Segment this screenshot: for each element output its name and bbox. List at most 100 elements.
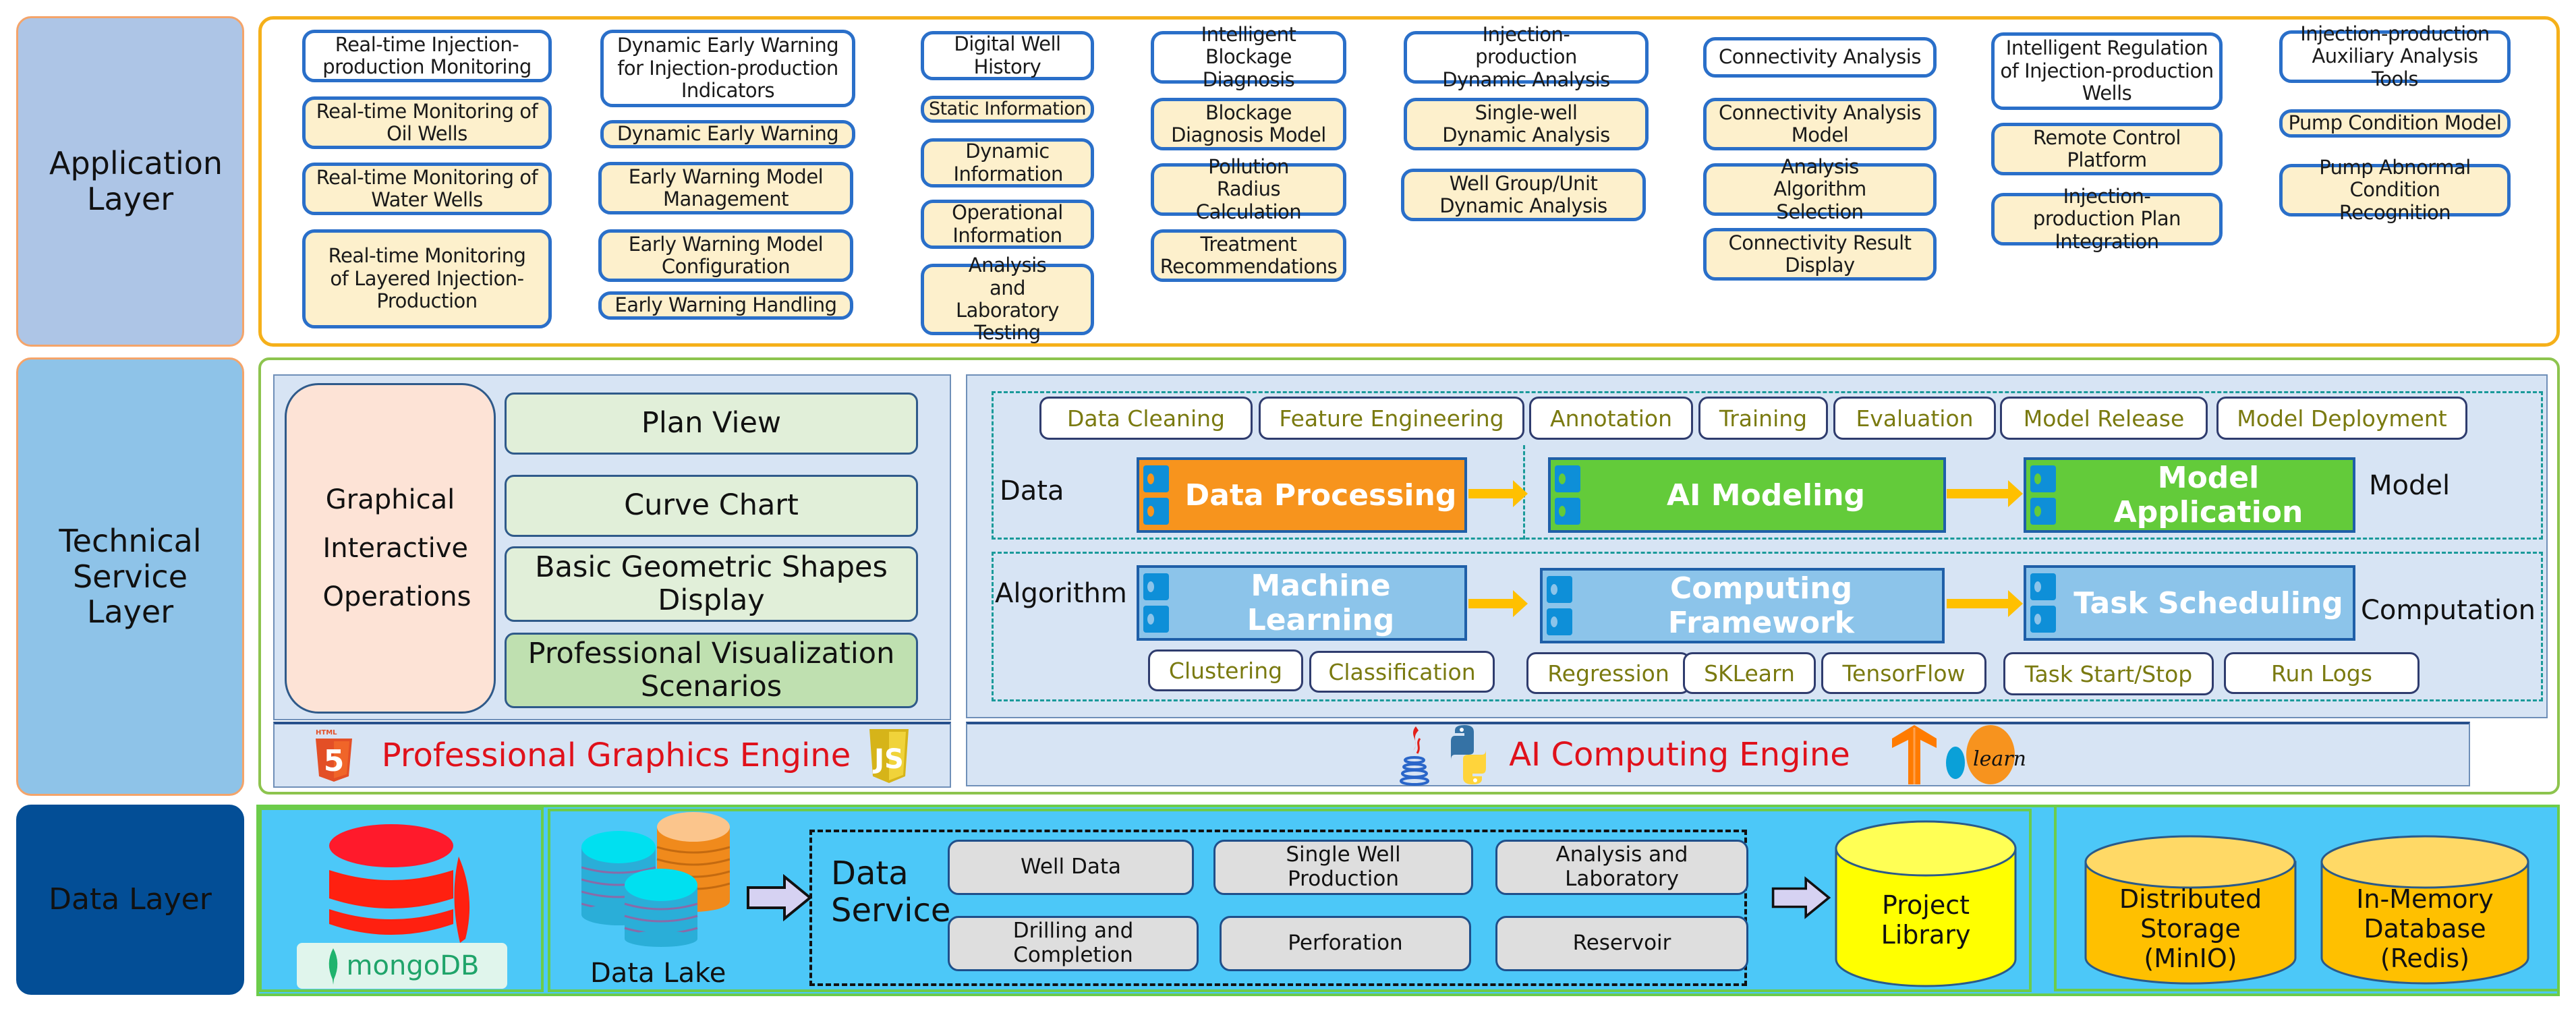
data-processing-block[interactable]: Data Processing — [1137, 457, 1467, 533]
app-sub-label: Real-time Monitoring of Water Wells — [316, 165, 538, 211]
app-sub-item[interactable]: Well Group/Unit Dynamic Analysis — [1401, 169, 1646, 221]
data-service-group — [809, 830, 1747, 986]
application-layer-title: Application Layer — [49, 145, 223, 217]
redis-database-cylinder[interactable]: In-Memory Database (Redis) — [2320, 828, 2529, 985]
data-layer-label: Data Layer — [16, 805, 244, 995]
tag-classification[interactable]: Classification — [1309, 651, 1495, 693]
service-label: Well Data — [1020, 855, 1121, 879]
task-scheduling-block[interactable]: Task Scheduling — [2024, 565, 2355, 641]
app-module-head[interactable]: Digital Well History — [921, 31, 1094, 80]
data-layer-title: Data Layer — [49, 882, 212, 917]
geometric-shapes-box[interactable]: Basic Geometric Shapes Display — [505, 546, 918, 622]
scikit-learn-icon: learn — [1945, 725, 2026, 784]
service-perforation[interactable]: Perforation — [1220, 916, 1471, 971]
tag-task-start-stop[interactable]: Task Start/Stop — [2003, 652, 2214, 695]
tag-regression[interactable]: Regression — [1526, 652, 1690, 694]
arrow-right-icon — [1771, 876, 1831, 919]
app-sub-label: Pump Abnormal Condition Recognition — [2319, 155, 2471, 224]
app-sub-item[interactable]: Injection-production Plan Integration — [1991, 185, 2223, 252]
app-sub-item[interactable]: Real-time Monitoring of Water Wells — [302, 163, 552, 215]
java-icon — [1400, 726, 1430, 786]
tag-training[interactable]: Training — [1698, 397, 1828, 440]
tag-data-cleaning[interactable]: Data Cleaning — [1039, 397, 1253, 440]
ai-modeling-block[interactable]: AI Modeling — [1548, 457, 1946, 533]
graphical-interactive-operations[interactable]: Graphical Interactive Operations — [285, 383, 496, 714]
app-sub-item[interactable]: Real-time Monitoring of Oil Wells — [302, 96, 552, 149]
tag-annotation[interactable]: Annotation — [1529, 397, 1693, 440]
app-sub-item[interactable]: Connectivity Result Display — [1703, 228, 1937, 281]
app-sub-item[interactable]: Pump Abnormal Condition Recognition — [2279, 156, 2511, 223]
app-sub-item[interactable]: Early Warning Handling — [598, 291, 853, 320]
gfx-item-label: Basic Geometric Shapes Display — [535, 550, 888, 617]
app-sub-item[interactable]: Treatment Recommendations — [1151, 229, 1346, 282]
tag-model-release[interactable]: Model Release — [2000, 397, 2208, 440]
model-application-block[interactable]: Model Application — [2024, 457, 2355, 533]
app-module-title: Real-time Injection-production Monitorin… — [322, 32, 532, 78]
app-sub-label: Real-time Monitoring of Oil Wells — [316, 99, 538, 145]
app-module-head[interactable]: Dynamic Early Warning for Injection-prod… — [600, 30, 855, 107]
app-sub-item[interactable]: Real-time Monitoring of Layered Injectio… — [302, 229, 552, 328]
curve-chart-box[interactable]: Curve Chart — [505, 475, 918, 537]
pro-visualization-box[interactable]: Professional Visualization Scenarios — [505, 633, 918, 708]
computing-framework-block[interactable]: Computing Framework — [1540, 568, 1945, 643]
python-icon — [1451, 725, 1487, 784]
tag-model-deployment[interactable]: Model Deployment — [2216, 397, 2467, 440]
tag-tensorflow[interactable]: TensorFlow — [1821, 652, 1986, 694]
app-sub-label: Real-time Monitoring of Layered Injectio… — [328, 244, 526, 313]
tag-evaluation[interactable]: Evaluation — [1833, 397, 1996, 440]
app-module-head[interactable]: Real-time Injection-production Monitorin… — [302, 30, 552, 82]
gfx-item-label: Professional Visualization Scenarios — [527, 636, 895, 703]
service-single-well-production[interactable]: Single Well Production — [1213, 840, 1473, 895]
data-lake-icon — [581, 812, 730, 947]
app-sub-item[interactable]: Dynamic Information — [921, 138, 1094, 187]
app-sub-label: Single-well Dynamic Analysis — [1442, 100, 1610, 146]
app-module-title: Injection-production Auxiliary Analysis … — [2300, 22, 2490, 90]
svg-text:5: 5 — [323, 744, 344, 778]
machine-learning-block[interactable]: Machine Learning — [1137, 565, 1467, 641]
app-sub-item[interactable]: Operational Information — [921, 200, 1094, 249]
app-sub-item[interactable]: Pollution Radius Calculation — [1151, 155, 1346, 223]
app-sub-label: Dynamic Information — [953, 140, 1064, 185]
service-analysis-laboratory[interactable]: Analysis and Laboratory — [1495, 840, 1748, 895]
app-sub-item[interactable]: Analysis Algorithm Selection — [1703, 155, 1937, 223]
app-sub-item[interactable]: Dynamic Early Warning — [600, 120, 855, 148]
app-sub-item[interactable]: Blockage Diagnosis Model — [1151, 98, 1346, 150]
service-label: Reservoir — [1572, 931, 1671, 956]
app-module-head[interactable]: Injection-production Dynamic Analysis — [1404, 23, 1649, 90]
computation-row-label: Computation — [2361, 595, 2536, 626]
app-module-head[interactable]: Connectivity Analysis — [1703, 37, 1937, 78]
technical-layer-label: Technical Service Layer — [16, 357, 244, 796]
tag-sklearn[interactable]: SKLearn — [1683, 652, 1816, 694]
tag-run-logs[interactable]: Run Logs — [2224, 652, 2420, 694]
tag-label: Classification — [1328, 658, 1476, 685]
app-module-head[interactable]: Intelligent Blockage Diagnosis — [1151, 23, 1346, 90]
tag-clustering[interactable]: Clustering — [1148, 649, 1303, 691]
app-module-head[interactable]: Injection-production Auxiliary Analysis … — [2279, 22, 2511, 90]
plan-view-box[interactable]: Plan View — [505, 393, 918, 455]
service-reservoir[interactable]: Reservoir — [1495, 916, 1748, 971]
algorithm-computation-group — [992, 552, 2543, 701]
app-sub-item[interactable]: Remote Control Platform — [1991, 123, 2223, 175]
app-sub-item[interactable]: Early Warning Model Management — [598, 162, 853, 214]
app-sub-item[interactable]: Static Information — [921, 96, 1094, 123]
arrow-right-icon — [1947, 590, 2023, 617]
app-sub-item[interactable]: Analysis and Laboratory Testing — [921, 254, 1094, 344]
block-label: Data Processing — [1184, 478, 1457, 513]
app-module-head[interactable]: Intelligent Regulation of Injection-prod… — [1991, 32, 2223, 110]
service-drilling-completion[interactable]: Drilling and Completion — [948, 916, 1199, 971]
app-sub-label: Dynamic Early Warning — [617, 122, 839, 146]
svg-text:HTML: HTML — [316, 729, 337, 736]
app-sub-label: Pollution Radius Calculation — [1195, 154, 1302, 223]
app-sub-item[interactable]: Connectivity Analysis Model — [1703, 98, 1937, 150]
tag-feature-engineering[interactable]: Feature Engineering — [1259, 397, 1524, 440]
app-sub-item[interactable]: Early Warning Model Configuration — [598, 229, 853, 282]
minio-storage-cylinder[interactable]: Distributed Storage (MinIO) — [2084, 828, 2297, 985]
tag-label: Annotation — [1550, 405, 1672, 432]
app-sub-item[interactable]: Pump Condition Model — [2279, 109, 2511, 138]
redis-label: In-Memory Database (Redis) — [2356, 884, 2494, 973]
service-well-data[interactable]: Well Data — [948, 840, 1194, 895]
server-icon — [2030, 573, 2056, 633]
project-library-cylinder[interactable]: Project Library — [1835, 816, 2017, 988]
graphics-engine-bar: HTML 5 Professional Graphics Engine JS — [273, 722, 951, 788]
app-sub-item[interactable]: Single-well Dynamic Analysis — [1404, 98, 1649, 150]
